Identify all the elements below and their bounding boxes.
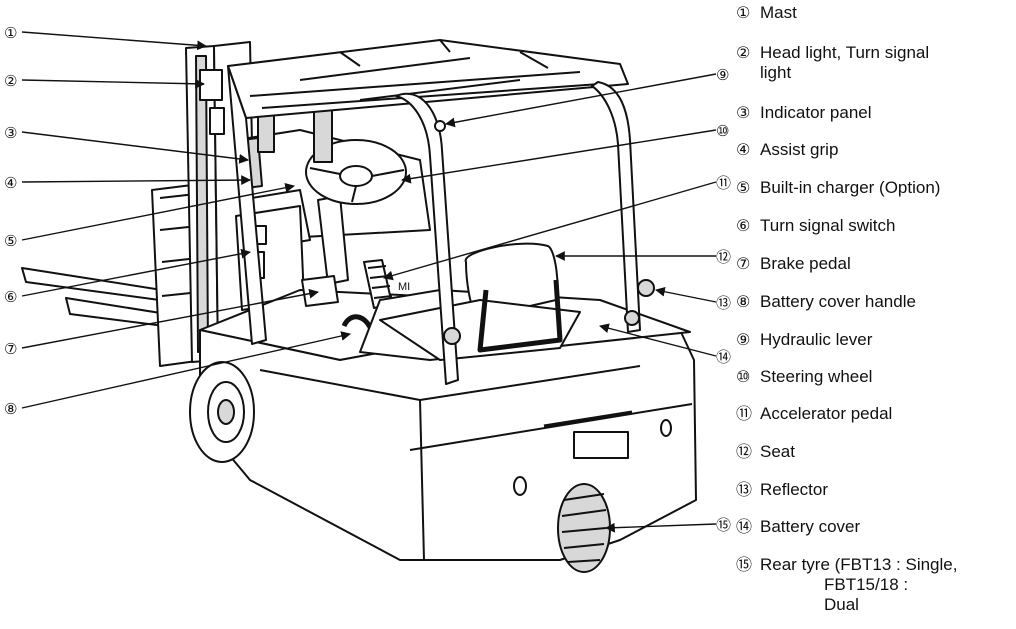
- guard-post-rear-left: [395, 92, 459, 385]
- legend-item-hydraulic-lever: ⑨ Hydraulic lever: [736, 330, 1014, 350]
- legend-item-rear-tyre: ⑮ Rear tyre (FBT13 : Single, FBT15/18 : D…: [736, 555, 1014, 615]
- legend-text: Head light, Turn signal: [760, 43, 930, 62]
- legend-item-seat: ⑫ Seat: [736, 442, 1014, 462]
- legend-marker: ⑬: [736, 480, 753, 499]
- leader-1: [21, 31, 207, 51]
- legend-item-turn-signal-switch: ⑥ Turn signal switch: [736, 216, 1014, 236]
- forklift-illustration: MI: [21, 39, 697, 573]
- legend-marker: ②: [736, 43, 751, 62]
- legend-text: Battery cover handle: [760, 292, 916, 311]
- legend-marker: ⑫: [736, 442, 753, 461]
- legend-text: Built-in charger (Option): [760, 178, 941, 197]
- callout-6: ⑥: [4, 288, 17, 306]
- legend-marker: ⑧: [736, 292, 751, 311]
- legend-marker: ⑥: [736, 216, 751, 235]
- leader-7: [21, 288, 319, 349]
- legend-text: Mast: [760, 3, 797, 22]
- callout-11: ⑪: [716, 174, 731, 192]
- callout-14: ⑭: [716, 348, 731, 366]
- brand-mark: MI: [398, 281, 410, 293]
- callout-12: ⑫: [716, 248, 731, 266]
- legend-item-head-light: ② Head light, Turn signal light: [736, 43, 1014, 83]
- callout-15: ⑮: [716, 516, 731, 534]
- legend-item-battery-cover-handle: ⑧ Battery cover handle: [736, 292, 1014, 312]
- legend-text-cont: FBT15/18 :: [824, 575, 909, 594]
- callout-5: ⑤: [4, 232, 17, 250]
- callout-4: ④: [4, 174, 17, 192]
- legend-marker: ⑦: [736, 254, 751, 273]
- legend-text: Accelerator pedal: [760, 404, 893, 423]
- legend-item-reflector: ⑬ Reflector: [736, 480, 1014, 500]
- callout-1: ①: [4, 24, 17, 42]
- legend-text: Hydraulic lever: [760, 330, 873, 349]
- assist-grip-rear: [477, 279, 563, 353]
- leader-2: [21, 78, 205, 89]
- legend-item-indicator-panel: ③ Indicator panel: [736, 103, 1014, 123]
- leader-13: [655, 286, 717, 303]
- legend-item-mast: ① Mast: [736, 3, 1014, 23]
- legend-text: Indicator panel: [760, 103, 872, 122]
- reflector-right: [637, 279, 655, 297]
- legend-text: Seat: [760, 442, 795, 461]
- legend-marker: ⑨: [736, 330, 751, 349]
- leader-8: [21, 331, 351, 409]
- leader-9: [445, 73, 717, 128]
- legend-marker: ⑮: [736, 555, 753, 574]
- leader-lines: [21, 31, 717, 533]
- leader-11: [383, 181, 717, 281]
- legend-text: Reflector: [760, 480, 829, 499]
- rear-handle-slot: [573, 431, 629, 459]
- callout-13: ⑬: [716, 294, 731, 312]
- reflector-left: [443, 327, 461, 345]
- callout-8: ⑧: [4, 400, 17, 418]
- leader-15: [605, 522, 717, 533]
- leader-3: [21, 131, 249, 164]
- legend-text-cont: light: [760, 63, 792, 82]
- legend-text: Turn signal switch: [760, 216, 896, 235]
- seat-back: [464, 242, 559, 319]
- callout-10: ⑩: [716, 122, 729, 140]
- callout-3: ③: [4, 124, 17, 142]
- callout-2: ②: [4, 72, 17, 90]
- guard-post-rear-right: [591, 81, 641, 333]
- legend-text: Rear tyre (FBT13 : Single,: [760, 555, 958, 574]
- hydraulic-lever: [434, 120, 446, 132]
- legend-marker: ⑩: [736, 367, 751, 386]
- legend-marker: ⑭: [736, 517, 753, 536]
- leader-4: [21, 175, 251, 185]
- leader-6: [21, 248, 251, 297]
- legend-item-brake-pedal: ⑦ Brake pedal: [736, 254, 1014, 274]
- legend-item-accelerator-pedal: ⑪ Accelerator pedal: [736, 404, 1014, 424]
- callout-9: ⑨: [716, 66, 729, 84]
- head-light: [199, 69, 223, 101]
- legend-item-steering-wheel: ⑩ Steering wheel: [736, 367, 1014, 387]
- leader-10: [401, 129, 717, 184]
- legend-text-cont2: Dual: [824, 595, 859, 614]
- callout-numbers: ① ② ③ ④ ⑤ ⑥ ⑦ ⑧ ⑨ ⑩ ⑪ ⑫ ⑬ ⑭ ⑮: [4, 24, 731, 534]
- legend-text: Steering wheel: [760, 367, 873, 386]
- callout-7: ⑦: [4, 340, 17, 358]
- legend-marker: ③: [736, 103, 751, 122]
- leader-14: [599, 323, 717, 357]
- legend-item-built-in-charger: ⑤ Built-in charger (Option): [736, 178, 1014, 198]
- legend-marker: ⑤: [736, 178, 751, 197]
- leader-5: [21, 182, 295, 241]
- legend-marker: ⑪: [736, 404, 753, 423]
- legend-text: Assist grip: [760, 140, 839, 159]
- legend-item-assist-grip: ④ Assist grip: [736, 140, 1014, 160]
- legend-marker: ①: [736, 3, 751, 22]
- brake-pedal: [301, 275, 339, 307]
- legend-text: Brake pedal: [760, 254, 851, 273]
- legend-item-battery-cover: ⑭ Battery cover: [736, 517, 1014, 537]
- legend-text: Battery cover: [760, 517, 861, 536]
- legend-marker: ④: [736, 140, 751, 159]
